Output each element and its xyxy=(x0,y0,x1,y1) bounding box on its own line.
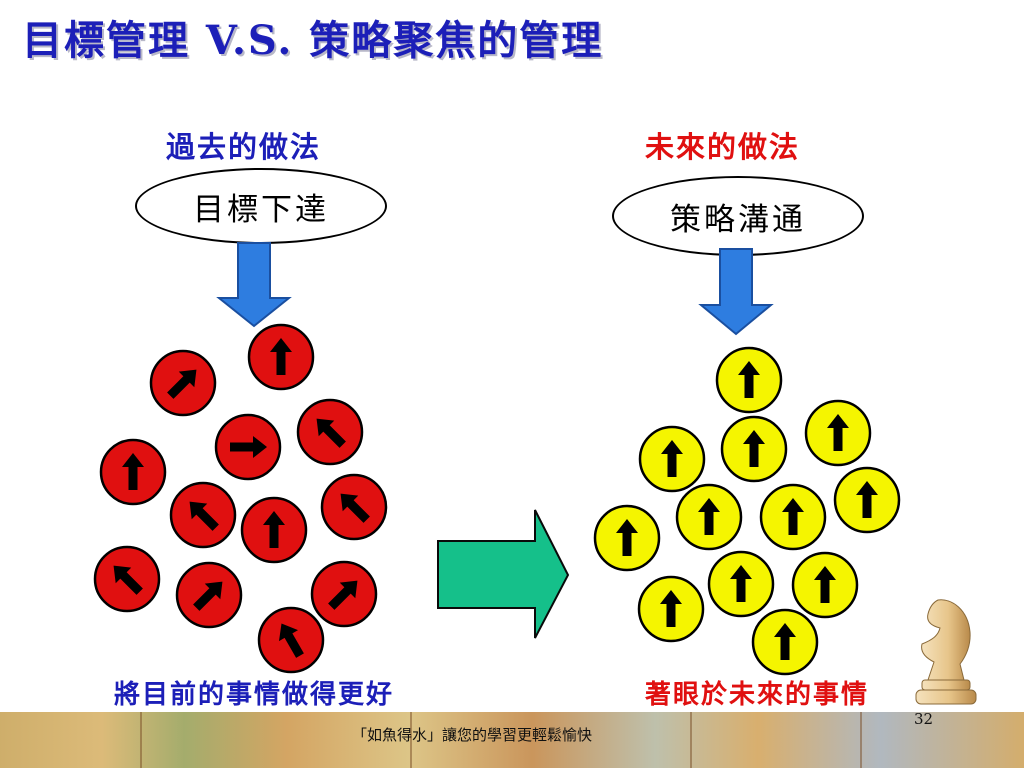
yellow-ball xyxy=(751,608,819,676)
goal-assignment-label: 目標下達 xyxy=(193,191,329,228)
yellow-ball xyxy=(804,399,872,467)
yellow-ball-group xyxy=(593,346,901,676)
yellow-ball xyxy=(759,483,827,551)
red-ball xyxy=(296,398,364,466)
yellow-ball xyxy=(638,425,706,493)
yellow-ball xyxy=(791,551,859,619)
red-ball xyxy=(169,481,237,549)
map-border-line xyxy=(140,712,142,768)
yellow-ball xyxy=(715,346,783,414)
red-ball xyxy=(240,496,308,564)
red-ball xyxy=(247,323,315,391)
red-ball xyxy=(99,438,167,506)
red-ball-group xyxy=(93,323,388,674)
red-ball xyxy=(310,560,378,628)
future-approach-heading: 未來的做法 xyxy=(645,130,801,164)
yellow-ball xyxy=(637,575,705,643)
future-caption: 著眼於未來的事情 xyxy=(645,680,870,710)
yellow-ball xyxy=(707,550,775,618)
left-down-arrow-icon xyxy=(216,242,292,328)
red-ball xyxy=(175,561,243,629)
yellow-ball xyxy=(720,415,788,483)
diagram-canvas xyxy=(93,242,901,676)
chess-knight-icon xyxy=(915,599,977,705)
yellow-ball xyxy=(675,483,743,551)
yellow-ball xyxy=(593,504,661,572)
map-border-line xyxy=(860,712,862,768)
right-down-arrow-icon xyxy=(698,248,774,336)
yellow-ball xyxy=(833,466,901,534)
red-ball xyxy=(257,606,325,674)
past-caption: 將目前的事情做得更好 xyxy=(114,680,395,710)
map-border-line xyxy=(690,712,692,768)
transition-arrow-icon xyxy=(437,509,570,639)
past-approach-heading: 過去的做法 xyxy=(166,130,322,164)
red-ball xyxy=(149,349,217,417)
footer-slogan: 「如魚得水」讓您的學習更輕鬆愉快 xyxy=(352,726,593,744)
red-ball xyxy=(320,473,388,541)
strategy-communication-label: 策略溝通 xyxy=(670,201,806,238)
slide-title: 目標管理 V.S. 策略聚焦的管理 xyxy=(22,17,604,64)
red-ball xyxy=(93,545,161,613)
map-border-line xyxy=(410,712,412,768)
page-number: 32 xyxy=(914,710,934,728)
map-background-strip xyxy=(0,712,1024,768)
red-ball xyxy=(214,413,282,481)
